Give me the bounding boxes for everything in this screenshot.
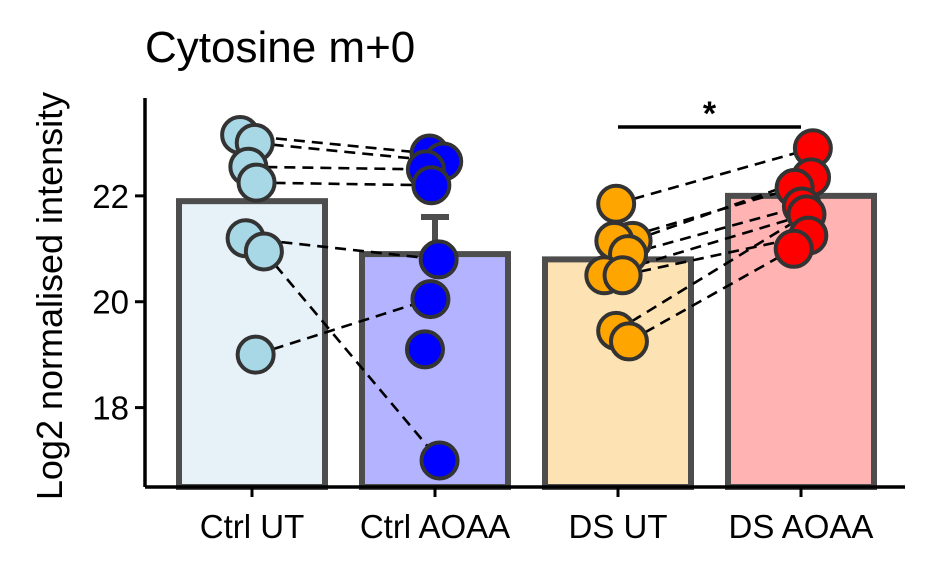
bar-ds-aoaa — [725, 192, 877, 490]
significance-layer: * — [618, 95, 801, 133]
points-layer — [220, 114, 833, 481]
pair-lines-layer — [240, 133, 814, 462]
x-tick-label: DS AOAA — [729, 508, 874, 545]
y-tick-label: 20 — [92, 284, 129, 321]
data-point — [602, 255, 643, 296]
data-point — [419, 440, 460, 481]
y-tick-label: 18 — [92, 390, 129, 427]
data-point — [608, 321, 649, 362]
data-point — [410, 279, 451, 320]
pair-line — [262, 250, 441, 462]
significance-label: * — [703, 95, 717, 133]
bars-layer — [176, 192, 877, 490]
x-tick-label: Ctrl UT — [200, 508, 304, 545]
x-tick-label: DS UT — [569, 508, 668, 545]
pair-line — [615, 213, 808, 332]
data-point — [418, 239, 459, 280]
data-point — [411, 165, 452, 206]
pair-line — [245, 236, 439, 261]
pair-line — [248, 165, 426, 171]
pair-line — [622, 234, 809, 277]
data-point — [596, 183, 637, 224]
data-point — [243, 231, 284, 272]
pair-line — [254, 141, 444, 163]
x-tick-label: Ctrl AOAA — [360, 508, 510, 545]
pair-line — [627, 205, 803, 256]
pair-line — [256, 181, 432, 187]
pair-line — [615, 146, 814, 206]
y-tick-label: 22 — [92, 178, 129, 215]
pair-line — [240, 133, 430, 155]
data-point — [236, 162, 277, 203]
pair-line — [628, 247, 795, 343]
pair-line — [613, 186, 795, 243]
data-point — [404, 329, 445, 370]
pair-line — [255, 297, 431, 356]
data-point — [235, 334, 276, 375]
data-point — [773, 228, 814, 269]
chart-title: Cytosine m+0 — [145, 23, 415, 72]
y-axis-label: Log2 normalised intensity — [29, 92, 70, 500]
